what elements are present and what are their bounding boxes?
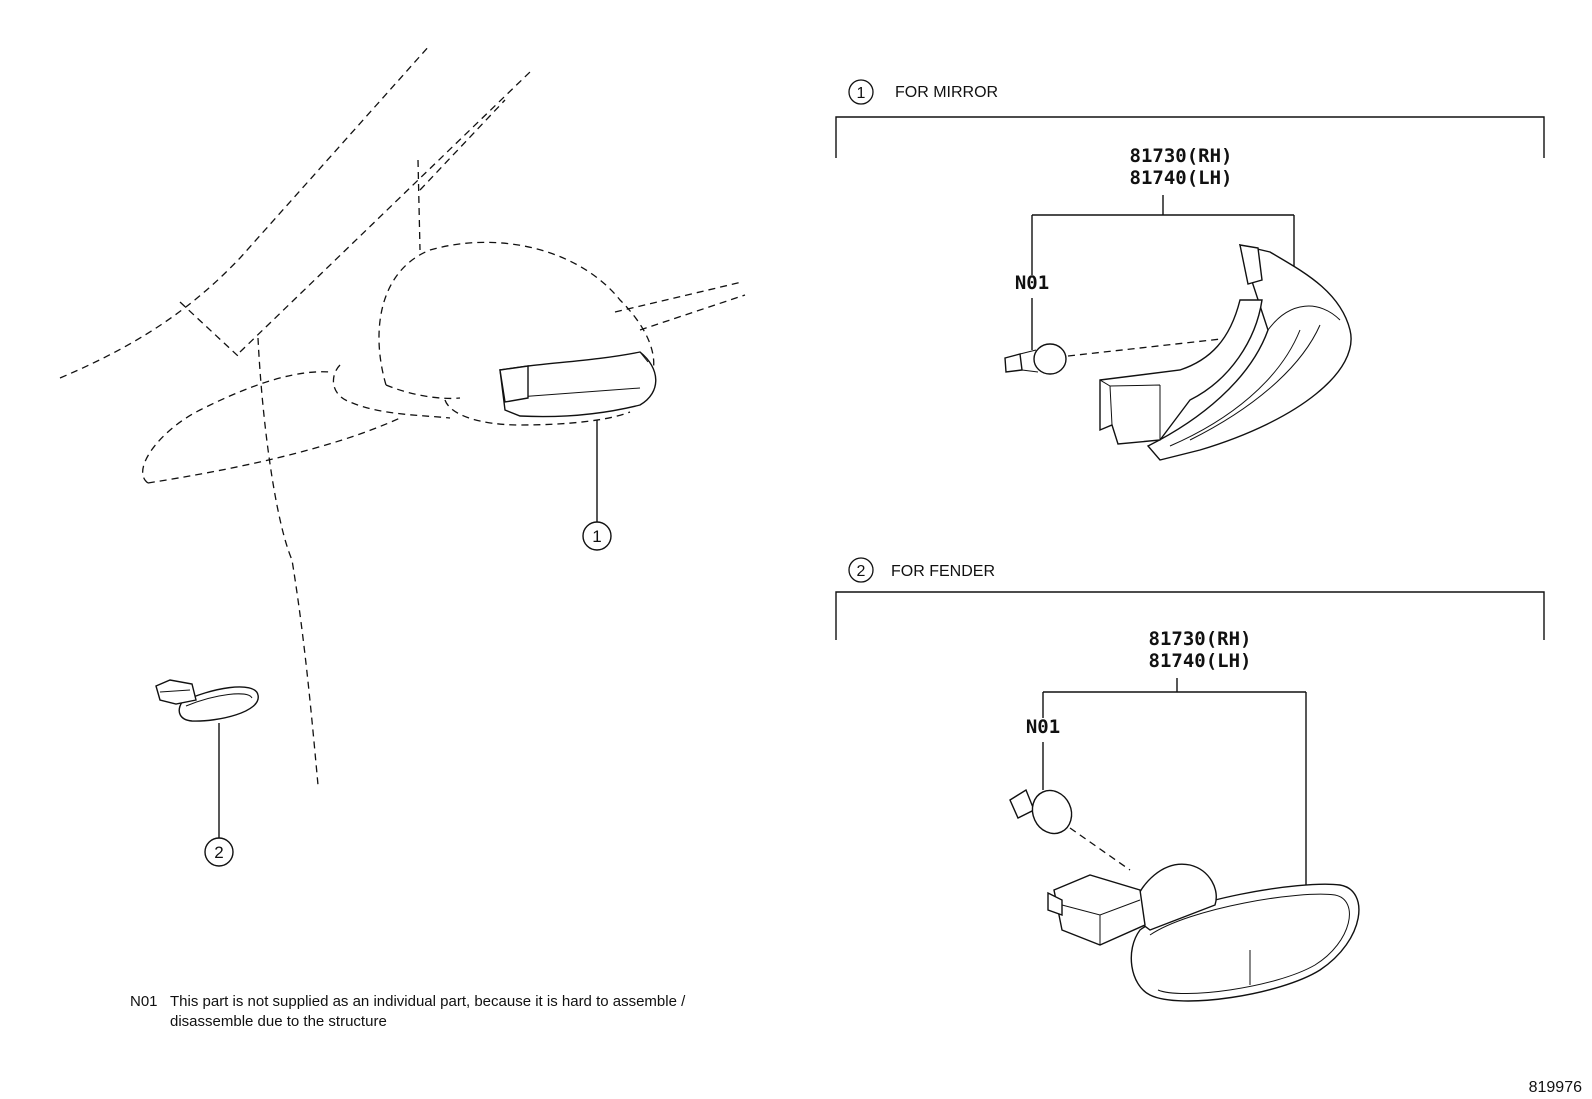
section-1-number: 1 (857, 85, 866, 102)
footnote-line-1: This part is not supplied as an individu… (170, 993, 686, 1010)
fender-part-leader (1042, 678, 1307, 885)
fender-note-ref: N01 (1026, 716, 1060, 738)
diagram-id: 819976 (1529, 1079, 1582, 1096)
mirror-bulb-icon (1004, 343, 1067, 375)
section-for-mirror: 1 FOR MIRROR 81730(RH) 81740(LH) N01 (835, 79, 1545, 461)
fender-part-number-rh: 81730(RH) (1149, 628, 1252, 650)
fender-part-number-lh: 81740(LH) (1149, 650, 1252, 672)
vehicle-body-outline (59, 44, 746, 786)
callout-2-fender[interactable]: 2 (204, 837, 234, 867)
fender-bulb-icon (1009, 788, 1073, 835)
section-1-circle (848, 79, 874, 105)
section-2-bracket (835, 591, 1545, 640)
fender-lamp-assembly (1047, 863, 1360, 1002)
mirror-turn-signal-lamp (499, 351, 657, 418)
section-for-fender: 2 FOR FENDER 81730(RH) 81740(LH) N01 (835, 557, 1545, 1002)
side-mirror-housing (332, 241, 655, 426)
section-2-title: FOR FENDER (891, 563, 995, 580)
callout-2-label: 2 (214, 843, 223, 862)
fender-turn-signal-lamp (155, 679, 259, 722)
section-1-bracket (835, 116, 1545, 158)
mirror-part-number-lh: 81740(LH) (1130, 167, 1233, 189)
footnote-code: N01 (130, 993, 158, 1010)
mirror-lamp-assembly (1099, 244, 1352, 461)
callout-1-mirror[interactable]: 1 (582, 521, 612, 551)
footnote: N01 This part is not supplied as an indi… (130, 993, 686, 1030)
mirror-part-number-rh: 81730(RH) (1130, 145, 1233, 167)
mirror-note-ref: N01 (1015, 272, 1049, 294)
section-1-title: FOR MIRROR (895, 84, 998, 101)
mirror-part-leader (1031, 195, 1295, 295)
section-2-circle (848, 557, 874, 583)
callout-1-label: 1 (592, 527, 601, 546)
footnote-line-2: disassemble due to the structure (170, 1013, 387, 1030)
section-2-number: 2 (857, 563, 866, 580)
